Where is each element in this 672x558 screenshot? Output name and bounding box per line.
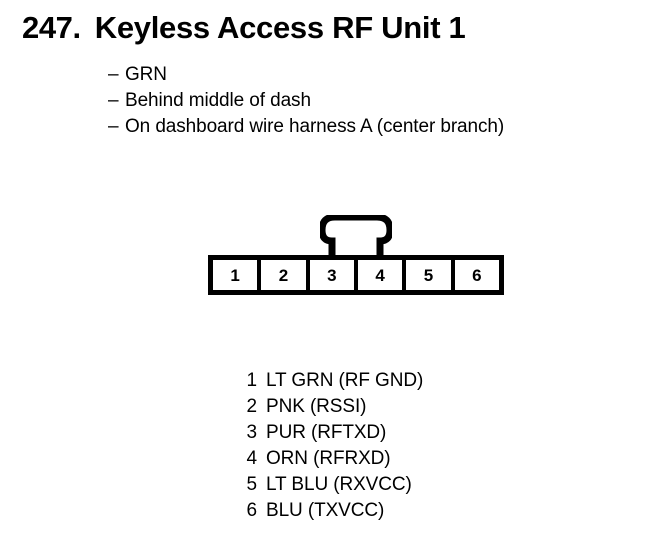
pin-legend-label: LT BLU (RXVCC) <box>266 474 412 495</box>
note-item: –GRN <box>108 62 653 88</box>
pin-legend-number: 6 <box>246 500 258 521</box>
note-item-text: On dashboard wire harness A (center bran… <box>125 116 505 137</box>
pin-legend-label: BLU (TXVCC) <box>266 500 385 521</box>
connector-pin-2[interactable]: 2 <box>261 260 306 290</box>
pin-legend-number: 5 <box>246 474 258 495</box>
note-item-text: Behind middle of dash <box>125 90 311 111</box>
note-dash-icon: – <box>108 90 119 111</box>
pin-legend-label: PUR (RFTXD) <box>266 422 387 443</box>
pin-legend-number: 3 <box>246 422 258 443</box>
pin-legend-number: 1 <box>246 370 258 391</box>
note-dash-icon: – <box>108 116 119 137</box>
connector-body: 1 2 3 4 5 6 <box>208 255 504 295</box>
connector-pin-4[interactable]: 4 <box>357 260 403 290</box>
connector-pin-1[interactable]: 1 <box>213 260 258 290</box>
page-title-number: 247. <box>22 10 81 45</box>
note-item-text: GRN <box>125 64 167 85</box>
pin-legend-row: 2 PNK (RSSI) <box>243 394 423 420</box>
connector-pin-5[interactable]: 5 <box>406 260 451 290</box>
pin-legend-label: LT GRN (RF GND) <box>266 370 424 391</box>
pin-legend-label: PNK (RSSI) <box>266 396 367 417</box>
page-title-text: Keyless Access RF Unit 1 <box>94 10 466 45</box>
pin-legend-row: 1 LT GRN (RF GND) <box>243 368 424 394</box>
pin-legend-row: 3 PUR (RFTXD) <box>243 420 423 446</box>
pin-legend: 1 LT GRN (RF GND) 2 PNK (RSSI) 3 PUR (RF… <box>243 368 424 524</box>
note-item: –On dashboard wire harness A (center bra… <box>108 114 653 140</box>
connector-latch-icon <box>320 215 392 257</box>
pin-legend-row: 5 LT BLU (RXVCC) <box>243 472 423 498</box>
connector-diagram: 1 2 3 4 5 6 <box>208 215 504 295</box>
pin-legend-row: 6 BLU (TXVCC) <box>243 498 423 524</box>
connector-pin-3[interactable]: 3 <box>309 260 354 290</box>
connector-pin-6[interactable]: 6 <box>454 260 499 290</box>
pin-legend-number: 4 <box>246 448 258 469</box>
pin-legend-row: 4 ORN (RFRXD) <box>243 446 423 472</box>
page-title: 247. Keyless Access RF Unit 1 <box>22 10 466 45</box>
note-item: –Behind middle of dash <box>108 88 653 114</box>
pin-legend-label: ORN (RFRXD) <box>266 448 391 469</box>
pin-legend-number: 2 <box>246 396 258 417</box>
component-notes-list: –GRN –Behind middle of dash –On dashboar… <box>108 62 653 140</box>
note-dash-icon: – <box>108 64 119 85</box>
